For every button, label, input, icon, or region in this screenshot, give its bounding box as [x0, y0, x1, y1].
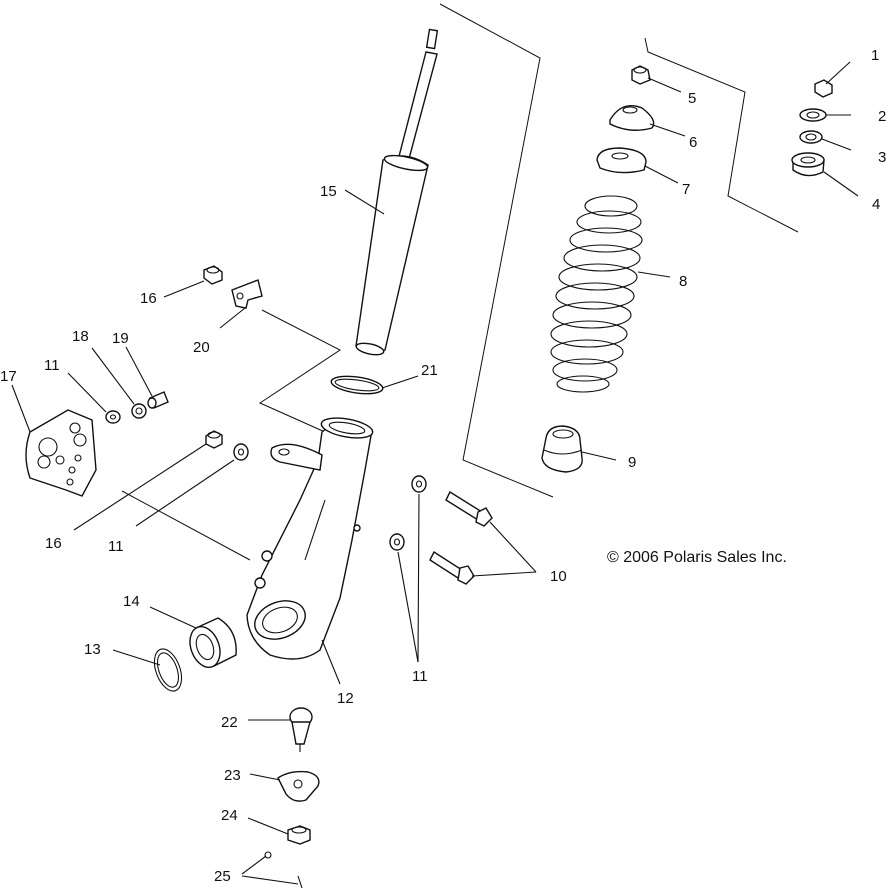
copyright-text: © 2006 Polaris Sales Inc. — [607, 549, 787, 566]
callout-16-upper: 16 — [140, 290, 157, 307]
callout-19: 19 — [112, 330, 129, 347]
callout-6: 6 — [689, 134, 697, 151]
callout-20: 20 — [193, 339, 210, 356]
callout-11-right: 11 — [412, 668, 428, 685]
part-15-strut-cartridge — [355, 28, 439, 356]
part-14-bearing — [189, 617, 237, 669]
callout-10: 10 — [550, 568, 567, 585]
part-24-nut — [287, 825, 311, 845]
callout-16-lower: 16 — [45, 535, 62, 552]
part-12-strut-housing — [246, 417, 374, 660]
part-17-brake-caliper — [25, 409, 97, 497]
part-3-washer — [799, 130, 823, 144]
part-8-coil-spring — [550, 195, 643, 393]
callout-18: 18 — [72, 328, 89, 345]
callout-9: 9 — [628, 454, 636, 471]
part-23-plate — [277, 770, 320, 802]
part-10-bolts — [429, 490, 493, 585]
callout-labels: 1 2 3 4 5 6 7 8 9 10 11 12 13 14 15 16 1… — [0, 47, 886, 885]
callout-25: 25 — [214, 868, 231, 885]
part-11-washer-left — [105, 410, 121, 424]
part-4-bushing — [791, 152, 825, 177]
part-7-spring-seat — [596, 147, 647, 174]
callout-7: 7 — [682, 181, 690, 198]
part-11-washer-mid — [233, 443, 249, 461]
callout-14: 14 — [123, 593, 140, 610]
part-22-ball-joint — [289, 707, 313, 752]
callout-8: 8 — [679, 273, 687, 290]
callout-11-left: 11 — [44, 357, 60, 374]
part-13-snap-ring — [153, 648, 183, 692]
callout-17: 17 — [0, 368, 17, 385]
callout-12: 12 — [337, 690, 354, 707]
leader-lines — [11, 61, 859, 885]
part-9-bump-stop — [541, 425, 583, 473]
callout-13: 13 — [84, 641, 101, 658]
callout-23: 23 — [224, 767, 241, 784]
callout-3: 3 — [878, 149, 886, 166]
part-19-bleeder — [147, 391, 169, 409]
part-25-cotter-pin — [264, 851, 303, 889]
part-16-nut-upper — [203, 265, 223, 285]
callout-1: 1 — [871, 47, 879, 64]
callout-4: 4 — [872, 196, 880, 213]
callout-2: 2 — [878, 108, 886, 125]
part-5-nut — [631, 65, 651, 85]
part-20-clip — [231, 279, 263, 309]
callout-15: 15 — [320, 183, 337, 200]
assembly-guide-lines — [121, 3, 799, 561]
callout-21: 21 — [421, 362, 438, 379]
part-18-washer — [131, 403, 147, 419]
part-6-spring-retainer-top — [609, 105, 655, 131]
part-16-nut-lower — [205, 430, 223, 449]
part-21-o-ring — [330, 375, 384, 395]
callout-24: 24 — [221, 807, 238, 824]
part-2-washer — [799, 108, 827, 122]
part-11-washers-right — [389, 475, 427, 551]
part-1-nut — [814, 79, 833, 98]
callout-22: 22 — [221, 714, 238, 731]
callout-5: 5 — [688, 90, 696, 107]
callout-11-mid: 11 — [108, 538, 124, 555]
